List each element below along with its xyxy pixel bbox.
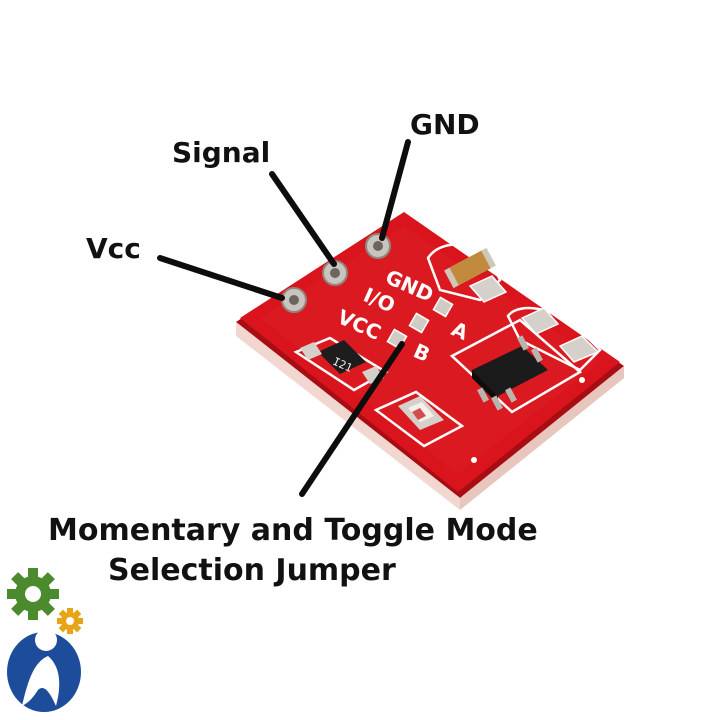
pin-header-holes bbox=[281, 233, 391, 313]
capacitor-component bbox=[444, 247, 496, 289]
leader-lines bbox=[157, 139, 411, 497]
brand-logo bbox=[7, 568, 83, 712]
smd-led bbox=[398, 396, 444, 430]
smd-resistor: I21 bbox=[300, 340, 384, 384]
board-vias bbox=[471, 377, 585, 463]
person-logo-icon bbox=[7, 629, 81, 712]
leader-signal bbox=[269, 171, 337, 267]
gear-icon bbox=[57, 608, 83, 634]
pin-gnd-hole bbox=[365, 233, 391, 259]
label-vcc: Vcc bbox=[86, 232, 141, 265]
pin-signal-hole bbox=[322, 260, 348, 286]
smd-pads-right bbox=[468, 275, 600, 363]
pin-vcc-hole bbox=[281, 287, 307, 313]
ic-chip bbox=[472, 335, 548, 411]
gear-icon bbox=[7, 568, 59, 620]
leader-vcc bbox=[157, 255, 285, 301]
leader-jumper bbox=[299, 341, 405, 497]
label-jumper-line2: Selection Jumper bbox=[108, 553, 396, 588]
label-signal: Signal bbox=[172, 136, 271, 169]
label-gnd: GND bbox=[410, 108, 480, 141]
label-jumper-line1: Momentary and Toggle Mode bbox=[48, 513, 538, 548]
leader-gnd bbox=[379, 139, 411, 241]
